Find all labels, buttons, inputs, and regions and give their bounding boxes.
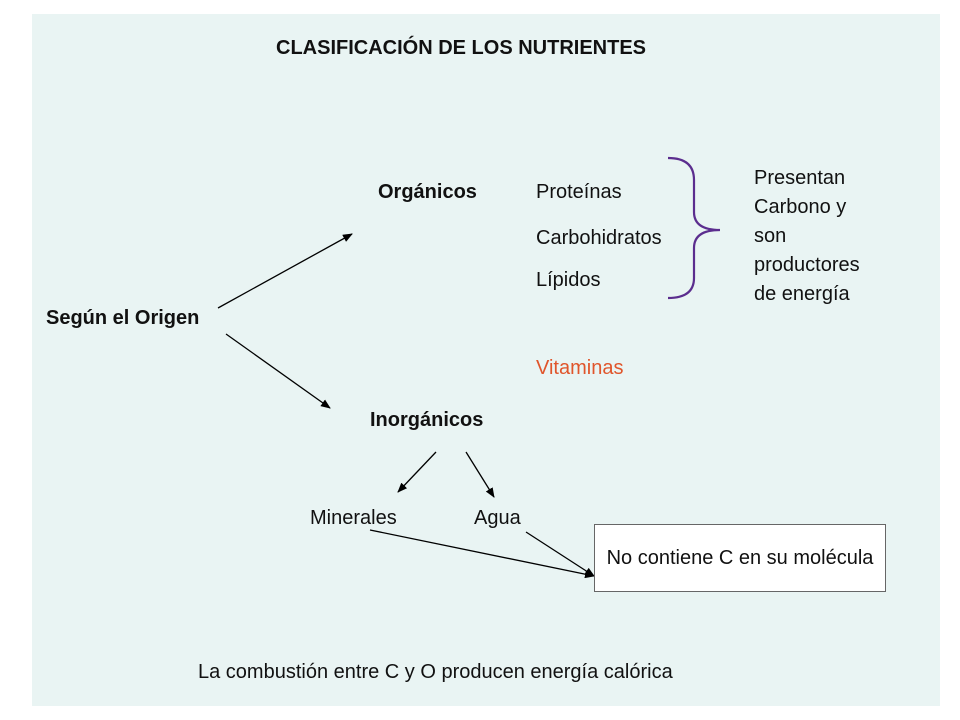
organic-item-proteins: Proteínas [536,181,622,203]
carbon-energy-note: Presentan Carbono y son productores de e… [754,167,860,305]
no-carbon-note-box: No contiene C en su molécula [594,524,886,592]
organic-node: Orgánicos [378,181,477,203]
footer-statement: La combustión entre C y O producen energ… [198,661,673,683]
arrow-to-inorganic [225,333,331,409]
inorganic-item-water: Agua [474,507,521,529]
arrow-agua-to-note [525,531,595,577]
arrow-minerales-to-note [369,529,595,579]
organic-item-lipids: Lípidos [536,269,601,291]
arrow-to-minerales [397,451,437,493]
no-carbon-note-text: No contiene C en su molécula [606,547,874,569]
organic-item-carbohydrates: Carbohidratos [536,227,662,249]
vitamins-label: Vitaminas [536,357,624,379]
curly-brace [667,156,721,300]
root-node: Según el Origen [46,307,200,329]
arrow-to-organic [217,233,353,309]
inorganic-item-minerals: Minerales [310,507,397,529]
arrow-to-agua [465,451,495,498]
diagram-title: CLASIFICACIÓN DE LOS NUTRIENTES [276,37,647,59]
inorganic-node: Inorgánicos [370,409,484,431]
